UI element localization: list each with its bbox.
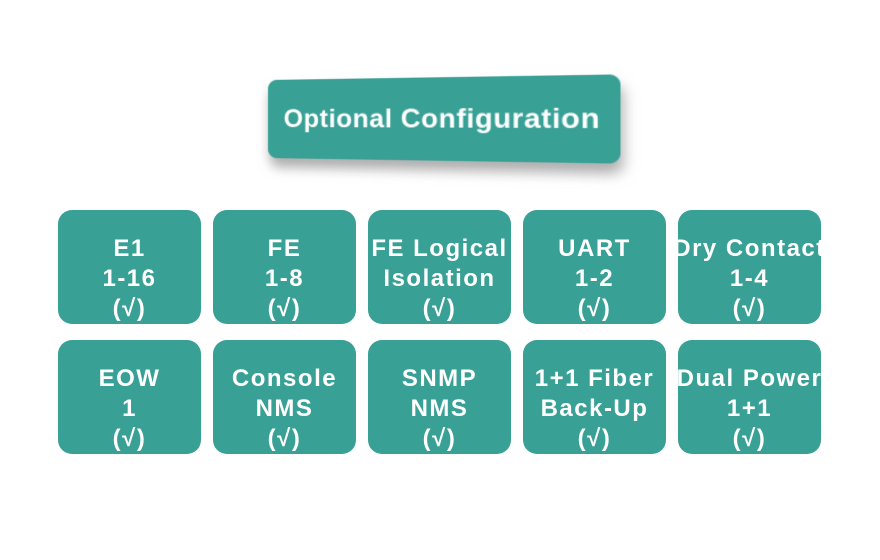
feature-box-dual-power: Dual Power 1+1 (√) [676, 340, 823, 454]
feature-name-line2: NMS [410, 395, 469, 422]
feature-qty: 1+1 [726, 395, 773, 422]
feature-name: Dry Contact [673, 235, 826, 262]
feature-row-1: E1 1-16 (√) FE 1-8 (√) FE Logical Isolat… [58, 210, 824, 324]
feature-name: Dual Power [676, 365, 823, 392]
feature-row-2: EOW 1 (√) Console NMS (√) SNMP NMS (√) 1… [58, 340, 821, 454]
feature-box-fe: FE 1-8 (√) [213, 210, 356, 324]
feature-qty: 1 [122, 395, 137, 422]
feature-name: E1 [113, 235, 146, 262]
feature-name: FE Logical [371, 235, 508, 262]
feature-box-eow: EOW 1 (√) [58, 340, 201, 454]
check-indicator: (√) [267, 295, 302, 322]
feature-grid: E1 1-16 (√) FE 1-8 (√) FE Logical Isolat… [58, 210, 824, 454]
check-indicator: (√) [577, 425, 612, 452]
check-indicator: (√) [732, 425, 767, 452]
check-indicator: (√) [422, 295, 457, 322]
feature-box-fe-logical-isolation: FE Logical Isolation (√) [368, 210, 511, 324]
feature-box-e1: E1 1-16 (√) [58, 210, 201, 324]
feature-name: FE [267, 235, 302, 262]
check-indicator: (√) [422, 425, 457, 452]
feature-box-uart: UART 1-2 (√) [523, 210, 666, 324]
feature-qty: 1-4 [729, 265, 770, 292]
feature-name: SNMP [401, 365, 478, 392]
feature-qty: 1-16 [102, 265, 157, 292]
optional-configuration-banner: Optional Configuration [268, 74, 621, 164]
check-indicator: (√) [577, 295, 612, 322]
banner-title: Optional Configuration [283, 102, 601, 135]
feature-name: 1+1 Fiber [534, 365, 655, 392]
feature-name-line2: Isolation [383, 265, 496, 292]
feature-box-console-nms: Console NMS (√) [213, 340, 356, 454]
feature-name: UART [558, 235, 631, 262]
check-indicator: (√) [732, 295, 767, 322]
check-indicator: (√) [112, 295, 147, 322]
feature-name: EOW [98, 365, 161, 392]
feature-box-snmp-nms: SNMP NMS (√) [368, 340, 511, 454]
check-indicator: (√) [267, 425, 302, 452]
feature-box-dry-contact: Dry Contact 1-4 (√) [673, 210, 824, 324]
feature-box-fiber-backup: 1+1 Fiber Back-Up (√) [523, 340, 666, 454]
feature-qty: 1-2 [574, 265, 615, 292]
feature-name: Console [231, 365, 338, 392]
feature-qty: 1-8 [264, 265, 305, 292]
check-indicator: (√) [112, 425, 147, 452]
feature-name-line2: Back-Up [540, 395, 649, 422]
feature-name-line2: NMS [255, 395, 314, 422]
